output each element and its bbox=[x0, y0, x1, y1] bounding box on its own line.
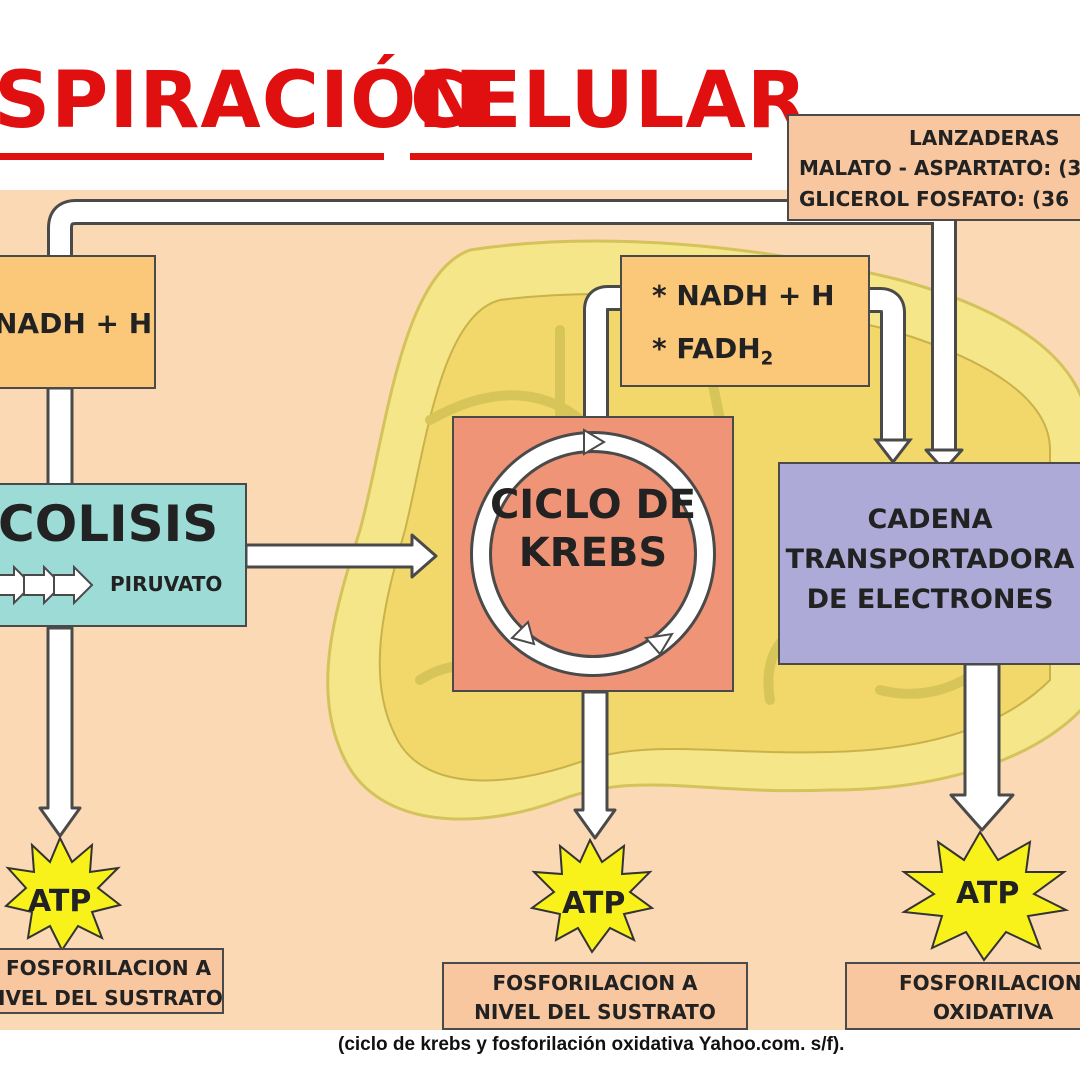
atp-star-middle bbox=[529, 837, 655, 954]
krebs-nadh-box: * NADH + H * FADH2 bbox=[620, 255, 870, 387]
shuttles-line2: GLICEROL FOSFATO: (36 bbox=[799, 187, 1069, 211]
phosphorylation-left-box: FOSFORILACION A IVEL DEL SUSTRATO bbox=[0, 948, 224, 1014]
shuttle-arrow bbox=[47, 199, 964, 472]
title-underline-1 bbox=[0, 153, 384, 160]
krebs-box: CICLO DE KREBS bbox=[452, 416, 734, 692]
glycolysis-box: COLISIS PIRUVATO bbox=[0, 483, 247, 627]
phosphorylation-right-line1: FOSFORILACION bbox=[899, 971, 1080, 995]
chain-line1: CADENA bbox=[867, 504, 993, 535]
krebs-fadh-subscript: 2 bbox=[760, 348, 774, 370]
phosphorylation-middle-line1: FOSFORILACION A bbox=[492, 971, 698, 995]
glycolysis-nadh-box: NADH + H bbox=[0, 255, 156, 389]
shuttles-line1: MALATO - ASPARTATO: (3 bbox=[799, 156, 1080, 180]
phosphorylation-right-line2: OXIDATIVA bbox=[933, 1000, 1054, 1024]
atp-middle-label: ATP bbox=[562, 886, 626, 921]
atp-down-arrows bbox=[38, 626, 1015, 840]
krebs-fadh-text: * FADH bbox=[652, 332, 761, 365]
nadh-glycolysis-arrow bbox=[46, 386, 74, 488]
krebs-fadh-label: * FADH2 bbox=[652, 332, 773, 369]
pyruvate-arrow bbox=[244, 533, 438, 579]
shuttles-heading: LANZADERAS bbox=[909, 126, 1060, 150]
pyruvate-label: PIRUVATO bbox=[110, 572, 223, 596]
krebs-nadh-label: * NADH + H bbox=[652, 279, 835, 312]
title-part2: CELULAR bbox=[410, 56, 808, 146]
krebs-name-line2: KREBS bbox=[518, 530, 668, 576]
title-part1: SPIRACIÓN bbox=[0, 56, 484, 146]
glycolysis-name: COLISIS bbox=[0, 495, 219, 553]
phosphorylation-left-line2: IVEL DEL SUSTRATO bbox=[0, 986, 223, 1010]
chain-line3: DE ELECTRONES bbox=[806, 584, 1054, 615]
chain-line2: TRANSPORTADORA bbox=[785, 544, 1075, 575]
caption: (ciclo de krebs y fosforilación oxidativ… bbox=[338, 1034, 845, 1055]
atp-star-right bbox=[900, 830, 1070, 962]
atp-left-label: ATP bbox=[28, 884, 92, 919]
phosphorylation-right-box: FOSFORILACION OXIDATIVA bbox=[845, 962, 1080, 1030]
title-underline-2 bbox=[410, 153, 752, 160]
krebs-name-line1: CICLO DE bbox=[489, 482, 697, 528]
krebs-nadh-arrows bbox=[583, 285, 914, 465]
glycolysis-small-arrows bbox=[0, 564, 94, 606]
phosphorylation-middle-line2: NIVEL DEL SUSTRATO bbox=[474, 1000, 716, 1024]
shuttles-box: LANZADERAS MALATO - ASPARTATO: (3 GLICER… bbox=[787, 114, 1080, 221]
atp-right-label: ATP bbox=[956, 876, 1020, 911]
electron-chain-box: CADENA TRANSPORTADORA DE ELECTRONES bbox=[778, 462, 1080, 665]
phosphorylation-left-line1: FOSFORILACION A bbox=[6, 956, 212, 980]
glycolysis-nadh-label: NADH + H bbox=[0, 307, 153, 340]
phosphorylation-middle-box: FOSFORILACION A NIVEL DEL SUSTRATO bbox=[442, 962, 748, 1030]
krebs-cycle-ring bbox=[470, 428, 716, 677]
